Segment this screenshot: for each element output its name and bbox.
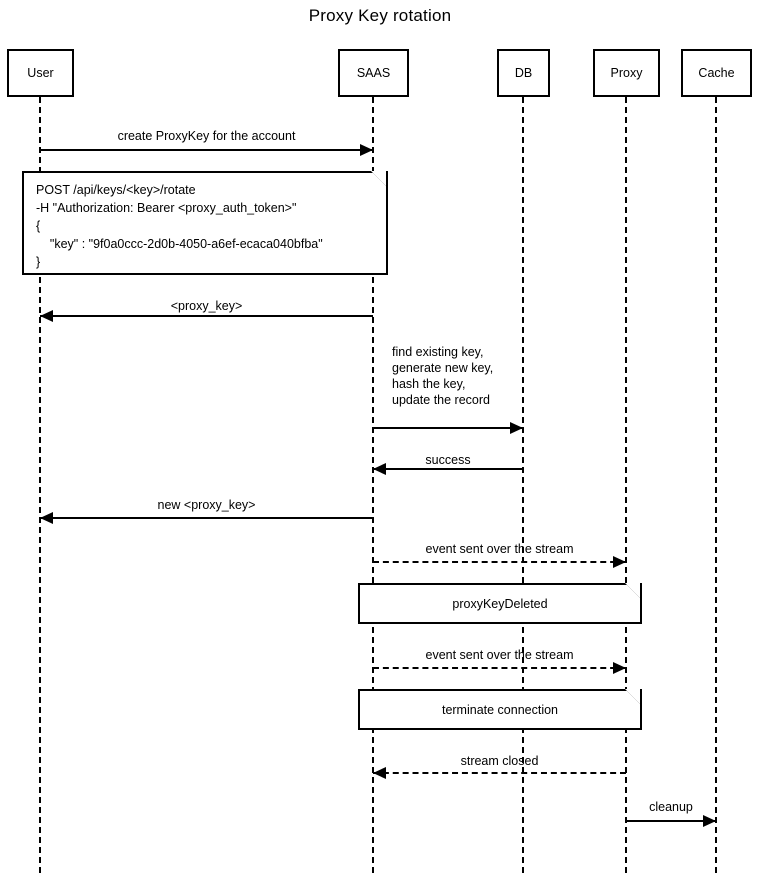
lifeline-proxy bbox=[625, 97, 627, 873]
note-text: POST /api/keys/<key>/rotate -H "Authoriza… bbox=[22, 171, 388, 281]
activity-note-text: find existing key, generate new key, hash … bbox=[392, 344, 493, 408]
note-fold-corner-icon bbox=[625, 583, 642, 600]
participant-label: Proxy bbox=[610, 66, 643, 80]
message-line-m2 bbox=[40, 315, 373, 317]
note-text: terminate connection bbox=[441, 702, 559, 717]
activity-note-line: hash the key, bbox=[392, 377, 466, 391]
note-body bbox=[22, 171, 388, 275]
participant-db[interactable]: DB bbox=[497, 49, 550, 97]
activity-note-line: find existing key, bbox=[392, 345, 484, 359]
arrowhead-right-icon bbox=[613, 556, 626, 568]
message-line-m3 bbox=[373, 427, 523, 429]
arrowhead-left-icon bbox=[373, 463, 386, 475]
note-fold-corner-icon bbox=[371, 171, 388, 188]
participant-user[interactable]: User bbox=[7, 49, 74, 97]
message-line-m4 bbox=[373, 468, 523, 470]
note-terminate-connection: terminate connection bbox=[358, 689, 642, 730]
note-text-line: { bbox=[36, 219, 41, 233]
message-line-m9 bbox=[626, 820, 716, 822]
arrowhead-right-icon bbox=[703, 815, 716, 827]
participant-label: User bbox=[27, 66, 54, 80]
participant-label: SAAS bbox=[356, 66, 391, 80]
message-label-m7: event sent over the stream bbox=[425, 648, 574, 662]
message-line-m1 bbox=[40, 149, 373, 151]
message-label-m5: new <proxy_key> bbox=[157, 498, 256, 512]
participant-cache[interactable]: Cache bbox=[681, 49, 752, 97]
arrowhead-right-icon bbox=[613, 662, 626, 674]
participant-label: Cache bbox=[698, 66, 735, 80]
message-line-m7 bbox=[373, 667, 626, 669]
arrowhead-left-icon bbox=[40, 310, 53, 322]
arrowhead-right-icon bbox=[510, 422, 523, 434]
activity-note-line: generate new key, bbox=[392, 361, 494, 375]
note-text: proxyKeyDeleted bbox=[452, 596, 548, 611]
participant-label: DB bbox=[514, 66, 533, 80]
message-label-m9: cleanup bbox=[649, 800, 693, 814]
message-label-m1: create ProxyKey for the account bbox=[117, 129, 296, 143]
message-line-m8 bbox=[373, 772, 626, 774]
arrowhead-left-icon bbox=[373, 767, 386, 779]
lifeline-saas bbox=[372, 97, 374, 873]
note-request: POST /api/keys/<key>/rotate -H "Authoriza… bbox=[22, 171, 388, 275]
note-text-line: } bbox=[36, 255, 41, 269]
diagram-title: Proxy Key rotation bbox=[308, 6, 452, 25]
lifeline-db bbox=[522, 97, 524, 873]
message-label-m8: stream closed bbox=[460, 754, 539, 768]
note-body bbox=[358, 689, 642, 730]
note-text-line: -H "Authorization: Bearer <proxy_auth_to… bbox=[36, 201, 297, 215]
message-label-m2: <proxy_key> bbox=[170, 299, 243, 313]
arrowhead-right-icon bbox=[360, 144, 373, 156]
participant-saas[interactable]: SAAS bbox=[338, 49, 409, 97]
message-line-m6 bbox=[373, 561, 626, 563]
arrowhead-left-icon bbox=[40, 512, 53, 524]
participant-proxy[interactable]: Proxy bbox=[593, 49, 660, 97]
lifeline-user bbox=[39, 97, 41, 873]
message-line-m5 bbox=[40, 517, 373, 519]
note-proxy-key-deleted: proxyKeyDeleted bbox=[358, 583, 642, 624]
note-body bbox=[358, 583, 642, 624]
activity-note-line: update the record bbox=[392, 393, 490, 407]
note-text-line: POST /api/keys/<key>/rotate bbox=[36, 183, 196, 197]
note-text-line: "key" : "9f0a0ccc-2d0b-4050-a6ef-ecaca04… bbox=[36, 237, 323, 251]
lifeline-cache bbox=[715, 97, 717, 873]
note-fold-corner-icon bbox=[625, 689, 642, 706]
message-label-m4: success bbox=[425, 453, 471, 467]
message-label-m6: event sent over the stream bbox=[425, 542, 574, 556]
